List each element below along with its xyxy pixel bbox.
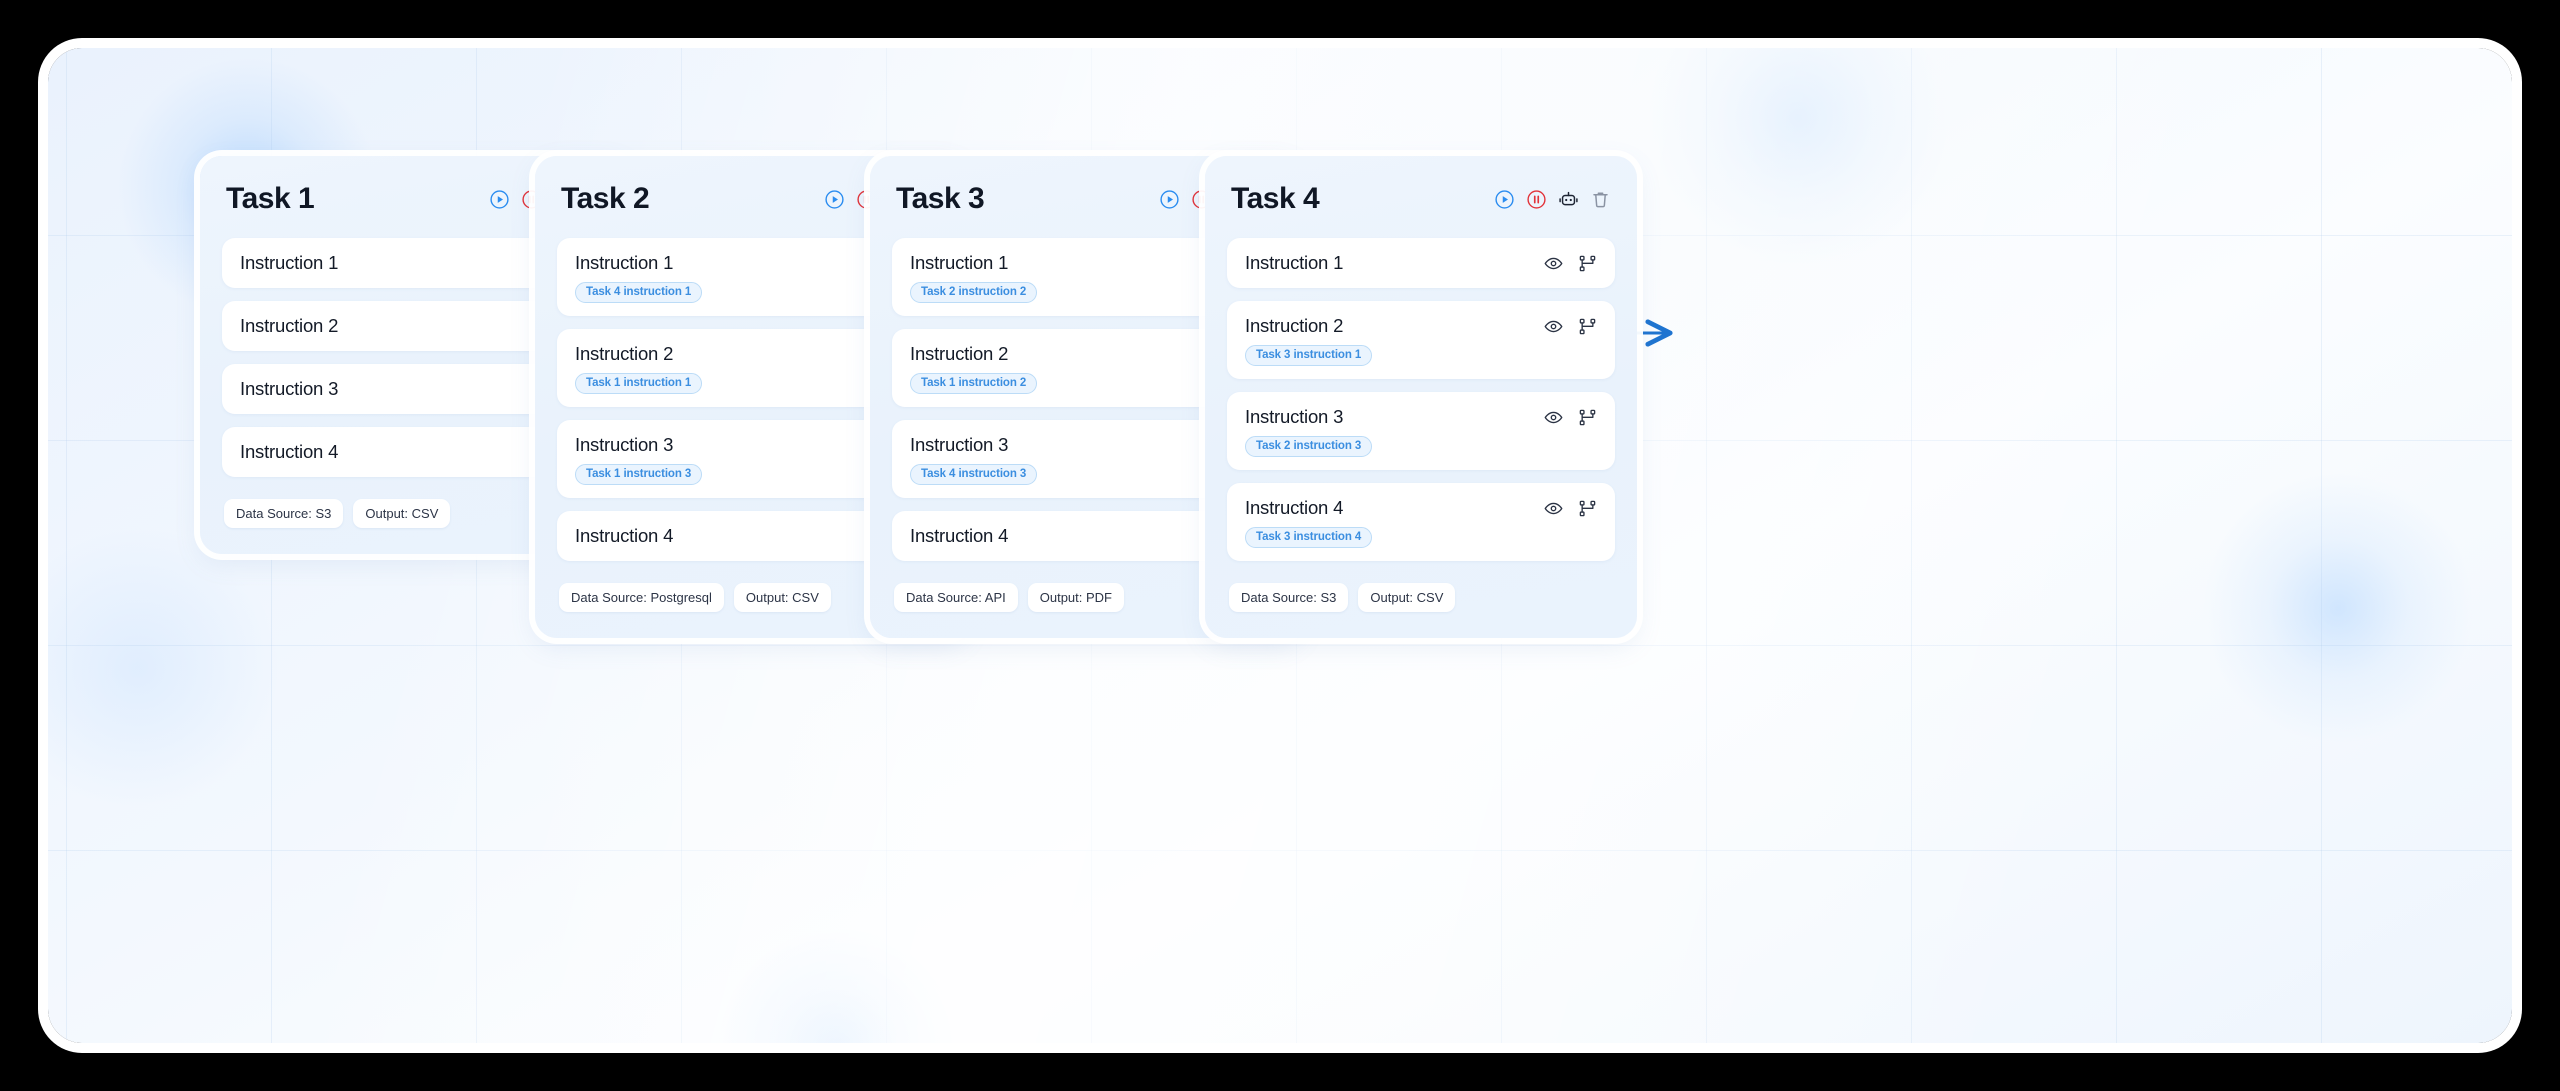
instruction-label: Instruction 3 xyxy=(1245,406,1344,427)
instruction-row: Instruction 3 xyxy=(1245,406,1597,428)
output-format-chip: Output: CSV xyxy=(733,583,831,612)
task-title: Task 4 xyxy=(1231,182,1320,215)
task-title: Task 1 xyxy=(226,182,315,215)
instruction-label: Instruction 2 xyxy=(910,343,1009,364)
task-meta-row: Data Source: S3 Output: CSV xyxy=(1227,583,1615,612)
dependency-tag[interactable]: Task 1 instruction 1 xyxy=(575,373,703,394)
instruction-item[interactable]: Instruction 3 Task 2 instruction 3 xyxy=(1227,392,1615,470)
instruction-item[interactable]: Instruction 4 Task 3 instruction 4 xyxy=(1227,483,1615,561)
dependency-tag[interactable]: Task 2 instruction 2 xyxy=(910,282,1038,303)
dependency-tag[interactable]: Task 1 instruction 2 xyxy=(910,373,1038,394)
output-format-chip: Output: PDF xyxy=(1027,583,1124,612)
dependency-tag[interactable]: Task 2 instruction 3 xyxy=(1245,436,1373,457)
instruction-actions xyxy=(1544,499,1597,518)
task-title: Task 2 xyxy=(561,182,650,215)
dependency-tag[interactable]: Task 3 instruction 1 xyxy=(1245,345,1373,366)
instruction-row: Instruction 2 xyxy=(1245,315,1597,337)
task-title: Task 3 xyxy=(896,182,985,215)
delete-task-icon[interactable] xyxy=(1590,189,1611,210)
instruction-label: Instruction 1 xyxy=(910,252,1009,273)
instruction-label: Instruction 4 xyxy=(240,441,339,462)
task-meta-row: Data Source: S3 Output: CSV xyxy=(222,499,610,528)
dependency-tag[interactable]: Task 4 instruction 1 xyxy=(575,282,703,303)
task-meta-row: Data Source: Postgresql Output: CSV xyxy=(557,583,945,612)
instruction-label: Instruction 1 xyxy=(575,252,674,273)
output-format-chip: Output: CSV xyxy=(1358,583,1456,612)
instruction-label: Instruction 2 xyxy=(575,343,674,364)
dependency-tag[interactable]: Task 3 instruction 4 xyxy=(1245,527,1373,548)
preview-eye-icon[interactable] xyxy=(1544,254,1563,273)
instruction-label: Instruction 3 xyxy=(240,378,339,399)
task-card-header: Task 2 xyxy=(557,182,945,216)
run-task-icon[interactable] xyxy=(489,189,510,210)
instruction-item[interactable]: Instruction 1 xyxy=(1227,238,1615,288)
preview-eye-icon[interactable] xyxy=(1544,317,1563,336)
dependency-branch-icon[interactable] xyxy=(1578,499,1597,518)
pause-task-icon[interactable] xyxy=(1526,189,1547,210)
instruction-label: Instruction 2 xyxy=(240,315,339,336)
dependency-branch-icon[interactable] xyxy=(1578,254,1597,273)
agent-robot-icon[interactable] xyxy=(1558,189,1579,210)
instruction-label: Instruction 4 xyxy=(910,525,1009,546)
dependency-branch-icon[interactable] xyxy=(1578,408,1597,427)
task-actions xyxy=(1494,189,1611,210)
run-task-icon[interactable] xyxy=(824,189,845,210)
output-format-chip: Output: CSV xyxy=(353,499,451,528)
dependency-branch-icon[interactable] xyxy=(1578,317,1597,336)
instruction-label: Instruction 4 xyxy=(575,525,674,546)
instruction-actions xyxy=(1544,254,1597,273)
instruction-item[interactable]: Instruction 2 Task 3 instruction 1 xyxy=(1227,301,1615,379)
instruction-list: Instruction 1 Instruction 2 Task 3 instruc… xyxy=(1227,238,1615,561)
dependency-tag[interactable]: Task 4 instruction 3 xyxy=(910,464,1038,485)
preview-eye-icon[interactable] xyxy=(1544,499,1563,518)
run-task-icon[interactable] xyxy=(1494,189,1515,210)
task-card-header: Task 4 xyxy=(1227,182,1615,216)
data-source-chip: Data Source: Postgresql xyxy=(559,583,724,612)
preview-eye-icon[interactable] xyxy=(1544,408,1563,427)
instruction-label: Instruction 1 xyxy=(1245,252,1344,273)
data-source-chip: Data Source: S3 xyxy=(224,499,344,528)
instruction-actions xyxy=(1544,408,1597,427)
instruction-actions xyxy=(1544,317,1597,336)
task-meta-row: Data Source: API Output: PDF xyxy=(892,583,1280,612)
task-card[interactable]: Task 4 Instruction 1 Instruction 2 Task 3 i… xyxy=(1205,156,1637,638)
data-source-chip: Data Source: S3 xyxy=(1229,583,1349,612)
instruction-label: Instruction 4 xyxy=(1245,497,1344,518)
run-task-icon[interactable] xyxy=(1159,189,1180,210)
instruction-label: Instruction 2 xyxy=(1245,315,1344,336)
instruction-label: Instruction 3 xyxy=(575,434,674,455)
instruction-label: Instruction 3 xyxy=(910,434,1009,455)
dependency-tag[interactable]: Task 1 instruction 3 xyxy=(575,464,703,485)
data-source-chip: Data Source: API xyxy=(894,583,1018,612)
instruction-row: Instruction 1 xyxy=(1245,252,1597,274)
instruction-label: Instruction 1 xyxy=(240,252,339,273)
instruction-row: Instruction 4 xyxy=(1245,497,1597,519)
